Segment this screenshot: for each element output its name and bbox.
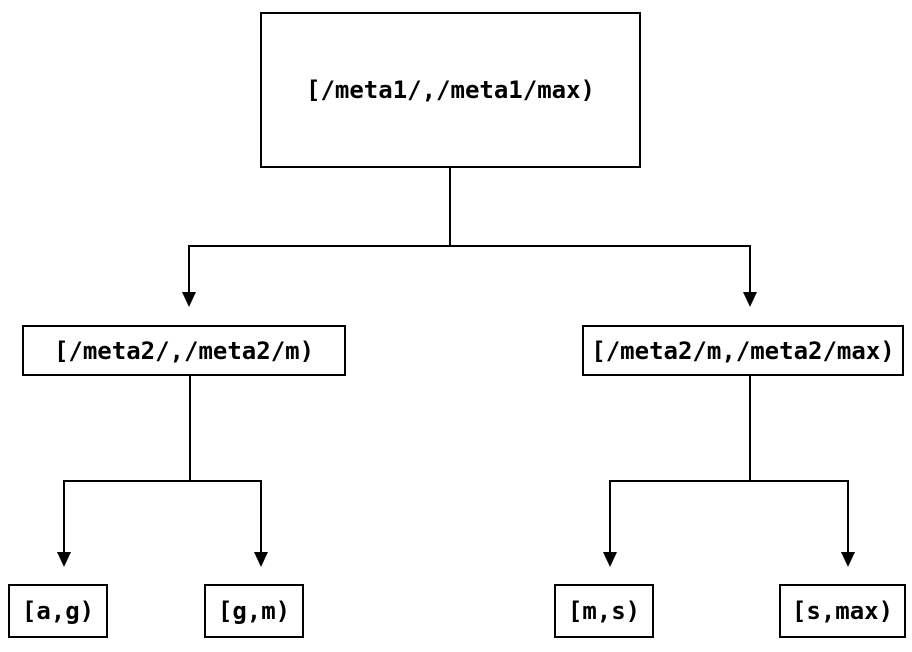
arrowhead-icon bbox=[841, 552, 855, 567]
edge-right-drop-smax bbox=[847, 480, 849, 552]
node-leaf-gm: [g,m) bbox=[204, 584, 304, 638]
node-leaf-smax: [s,max) bbox=[779, 584, 906, 638]
edge-root-crossbar bbox=[188, 245, 751, 247]
edge-left-crossbar bbox=[63, 480, 262, 482]
node-leaf-ag: [a,g) bbox=[8, 584, 108, 638]
edge-left-stem bbox=[189, 376, 191, 482]
edge-root-stem bbox=[449, 167, 451, 247]
edge-right-crossbar bbox=[609, 480, 849, 482]
node-left-child: [/meta2/,/meta2/m) bbox=[22, 325, 346, 376]
node-right-child: [/meta2/m,/meta2/max) bbox=[582, 325, 904, 376]
edge-right-drop-ms bbox=[609, 480, 611, 552]
edge-root-right-drop bbox=[749, 245, 751, 292]
arrowhead-icon bbox=[182, 292, 196, 307]
arrowhead-icon bbox=[254, 552, 268, 567]
arrowhead-icon bbox=[743, 292, 757, 307]
node-leaf-ms: [m,s) bbox=[554, 584, 654, 638]
arrowhead-icon bbox=[603, 552, 617, 567]
node-root: [/meta1/,/meta1/max) bbox=[260, 12, 641, 168]
edge-right-stem bbox=[749, 376, 751, 482]
edge-left-drop-ag bbox=[63, 480, 65, 552]
edge-left-drop-gm bbox=[260, 480, 262, 552]
edge-root-left-drop bbox=[188, 245, 190, 292]
arrowhead-icon bbox=[57, 552, 71, 567]
